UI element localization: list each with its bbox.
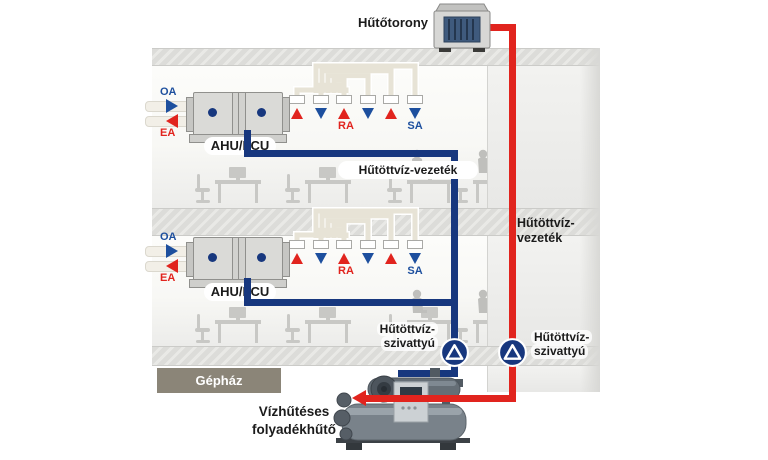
supply-air-arrow-icon: [362, 108, 374, 119]
floor1-ra-label: RA: [338, 120, 354, 132]
ceiling-diffuser: [383, 240, 399, 249]
floor2-ducts: [293, 207, 419, 241]
floor1-ducts: [293, 62, 419, 96]
chilled-water-pipe: [244, 150, 458, 157]
return-air-arrow-icon: [338, 108, 350, 119]
ahu-outlet-cap: [282, 242, 290, 277]
supply-air-arrow-icon: [315, 108, 327, 119]
return-air-arrow-icon: [385, 108, 397, 119]
pump-left-label-line2: szivattyú: [380, 336, 438, 351]
floor2-ahu-label: AHU/FCU: [204, 283, 276, 301]
ahu-fan-icon: [257, 253, 266, 262]
bottom-slab: [152, 346, 600, 366]
floor2-ra-label: RA: [338, 265, 354, 277]
pump-right-label: Hűtöttvíz- szivattyú: [531, 330, 611, 359]
floor1-chilled-pipe-label: Hűtöttvíz-vezeték: [338, 161, 478, 180]
condenser-water-pipe: [487, 24, 513, 31]
condenser-water-riser: [509, 24, 516, 402]
shaft-pipe-label-line1: Hűtöttvíz-: [517, 216, 575, 230]
ceiling-diffuser: [407, 240, 423, 249]
ahu-body: [193, 237, 283, 281]
chiller-label: Vízhűtéses folyadékhűtő: [224, 403, 364, 438]
ceiling-diffuser: [289, 240, 305, 249]
chilled-water-pipe: [398, 370, 458, 377]
cooling-tower-icon: [433, 3, 491, 52]
ahu-fan-icon: [208, 108, 217, 117]
shaft-pipe-label: Hűtöttvíz- vezeték: [517, 216, 575, 246]
cooling-tower-label: Hűtőtorony: [357, 15, 428, 30]
exhaust-air-arrow-icon: [166, 114, 178, 128]
ahu-fan-icon: [208, 253, 217, 262]
ahu-outlet-cap: [282, 97, 290, 132]
pump-right-label-line2: szivattyú: [531, 344, 589, 359]
pump-right-label-line1: Hűtöttvíz-: [531, 330, 593, 345]
condenser-water-pipe: [366, 395, 516, 402]
shaft-pipe-label-line2: vezeték: [517, 231, 563, 245]
supply-air-arrow-icon: [409, 108, 421, 119]
return-air-arrow-icon: [338, 253, 350, 264]
ceiling-diffuser: [383, 95, 399, 104]
supply-air-arrow-icon: [315, 253, 327, 264]
condenser-water-pump-icon: [498, 338, 527, 367]
ahu-coil-section: [232, 238, 246, 280]
chilled-water-pipe: [244, 278, 251, 306]
pump-left-label-line1: Hűtöttvíz-: [376, 322, 438, 337]
return-air-arrow-icon: [291, 253, 303, 264]
floor2-ahu-unit: [186, 237, 290, 288]
pump-left-label: Hűtöttvíz- szivattyú: [356, 322, 438, 351]
ahu-coil-section: [232, 93, 246, 135]
ceiling-diffuser: [360, 240, 376, 249]
chiller-label-line1: Vízhűtéses: [258, 404, 330, 419]
floor1-sa-label: SA: [407, 120, 423, 132]
water-cooled-chiller: [333, 368, 470, 450]
ceiling-diffuser: [313, 240, 329, 249]
floor2-sa-label: SA: [407, 265, 423, 277]
outdoor-air-arrow-icon: [166, 244, 178, 258]
supply-air-arrow-icon: [362, 253, 374, 264]
ceiling-diffuser: [289, 95, 305, 104]
floor1-ea-label: EA: [160, 127, 176, 139]
supply-air-arrow-icon: [409, 253, 421, 264]
floor1-ahu-unit: [186, 92, 290, 143]
ahu-fan-icon: [257, 108, 266, 117]
chiller-label-line2: folyadékhűtő: [251, 421, 336, 437]
flow-arrow-icon: [352, 390, 366, 406]
ceiling-diffuser: [360, 95, 376, 104]
floor2-ea-label: EA: [160, 272, 176, 284]
return-air-arrow-icon: [291, 108, 303, 119]
chilled-water-riser: [451, 150, 458, 377]
floor2-oa-label: OA: [160, 231, 177, 243]
ceiling-diffuser: [336, 95, 352, 104]
chilled-water-pipe: [244, 299, 458, 306]
ahu-body: [193, 92, 283, 136]
ceiling-diffuser: [407, 95, 423, 104]
machine-room-label: Gépház: [195, 373, 243, 388]
right-wall: [580, 48, 600, 392]
return-air-arrow-icon: [385, 253, 397, 264]
ceiling-diffuser: [336, 240, 352, 249]
chilled-water-pipe: [244, 130, 251, 157]
chilled-water-pump-icon: [440, 338, 469, 367]
ceiling-diffuser: [313, 95, 329, 104]
machine-room-band: Gépház: [157, 368, 281, 393]
outdoor-air-arrow-icon: [166, 99, 178, 113]
exhaust-air-arrow-icon: [166, 259, 178, 273]
floor1-oa-label: OA: [160, 86, 177, 98]
